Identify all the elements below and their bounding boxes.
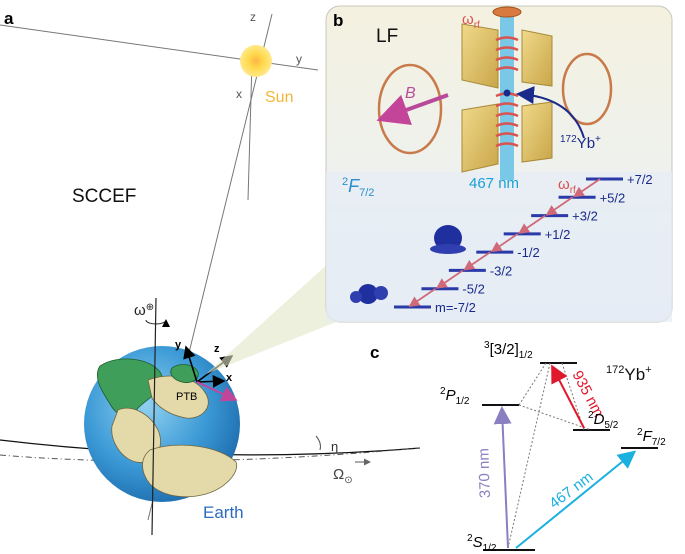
ptb-label: PTB [176,391,197,403]
lab-x-axis [196,375,226,388]
eta-label: η [331,439,338,454]
panel-a-label: a [4,9,14,28]
ladder-omega-rf-label: ωrf [558,176,576,196]
continent-shape [142,444,238,498]
lab-y-label: y [175,339,182,351]
bracket-level-label: 3[3/2]1/2 [484,340,533,361]
lab-z-label: z [214,343,220,355]
m-level-label: -5/2 [462,282,484,297]
m-level-transition-arrow [435,269,464,289]
panel-a: a z y x Sun SCCEF η Ω⊙ ω⊕ [0,9,421,536]
m-level-transition-arrow [518,214,546,234]
orbital-icon [358,284,378,304]
ion-dot [503,89,511,97]
m-level-label: +3/2 [572,209,598,224]
laser-467-label: 467 nm [469,175,519,192]
ion-pointer-arrow [516,86,585,139]
b-field-arrow [376,93,449,125]
lf-frame-label: LF [376,26,398,47]
earth-rotation-axis [151,297,157,536]
m-level-label: -1/2 [517,245,539,260]
rotation-arrow-icon [145,319,170,328]
lab-y-axis [183,345,198,383]
panel-c-label: c [370,343,379,362]
m-level-label: m=-7/2 [435,300,476,315]
sccef-x-label: x [236,87,242,101]
s12-label: 2S1/2 [467,533,497,554]
orbital-icon [430,244,466,254]
m-level-label: +7/2 [627,172,653,187]
panel-b-label: b [333,11,343,30]
omega-rf-label: ωrf [462,11,480,31]
wl-467-label: 467 nm [546,468,596,512]
trap-electrode [461,23,499,89]
trap-electrode [461,103,499,173]
magnetic-field-arrow [196,381,238,402]
m-level-label: +1/2 [545,227,571,242]
lab-x-label: x [226,372,233,384]
m-level-label: +5/2 [600,190,626,205]
decay-line [518,404,592,431]
p12-label: 2P1/2 [440,386,470,407]
continent-shape [96,358,163,417]
ion-label-b: 172Yb+ [560,134,601,152]
helmholtz-coil-right [561,52,613,126]
m-level-transition-arrow [463,251,491,271]
eta-angle-arc [315,435,321,451]
sun-label: Sun [265,89,293,106]
continent-shape [170,364,199,383]
panel-c: c 370 nm 935 nm 467 nm 2P1/2 3[3/2]1/2 2… [370,340,666,554]
panel-b: b LF B ωrf 172Yb+ 467 nm 2F7/2 [325,5,673,323]
orbital-icon [350,291,362,303]
sun-icon [240,45,272,77]
rf-coil-cap [492,6,522,18]
transition-935 [551,364,585,429]
m-level-ladder: +7/2+5/2+3/2+1/2 -1/2 -3/2 -5/2 m=-7/2 [394,172,653,315]
sccef-z-label: z [250,10,256,24]
orbital-icon [374,286,388,300]
b-field-label: B [405,85,416,102]
m-level-transition-arrow [545,196,574,216]
trap-electrode [521,101,553,163]
sccef-x-axis [247,61,253,201]
ion-label-c: 172Yb+ [606,364,652,384]
m-level-transition-arrow [408,287,436,308]
f72-state-label: 2F7/2 [342,176,374,199]
zoom-cone [206,262,346,374]
m-level-label: -3/2 [490,263,512,278]
transition-370 [493,406,512,549]
transition-467 [515,450,637,549]
sccef-y-label: y [296,52,302,66]
omega-sun-label: Ω⊙ [333,466,353,486]
m-level-transition-arrow [490,233,519,253]
decay-line [518,362,547,406]
sccef-frame-label: SCCEF [72,186,136,207]
ion-beam-axis [500,14,514,180]
omega-earth-label: ω⊕ [134,302,154,319]
f72-label: 2F7/2 [637,427,666,448]
decay-line [507,362,551,549]
m-level-transition-arrow [573,178,601,198]
d52-label: 2D5/2 [588,410,619,431]
trap-electrode [521,29,553,87]
wl-370-label: 370 nm [475,448,494,499]
earth-label: Earth [203,503,244,522]
